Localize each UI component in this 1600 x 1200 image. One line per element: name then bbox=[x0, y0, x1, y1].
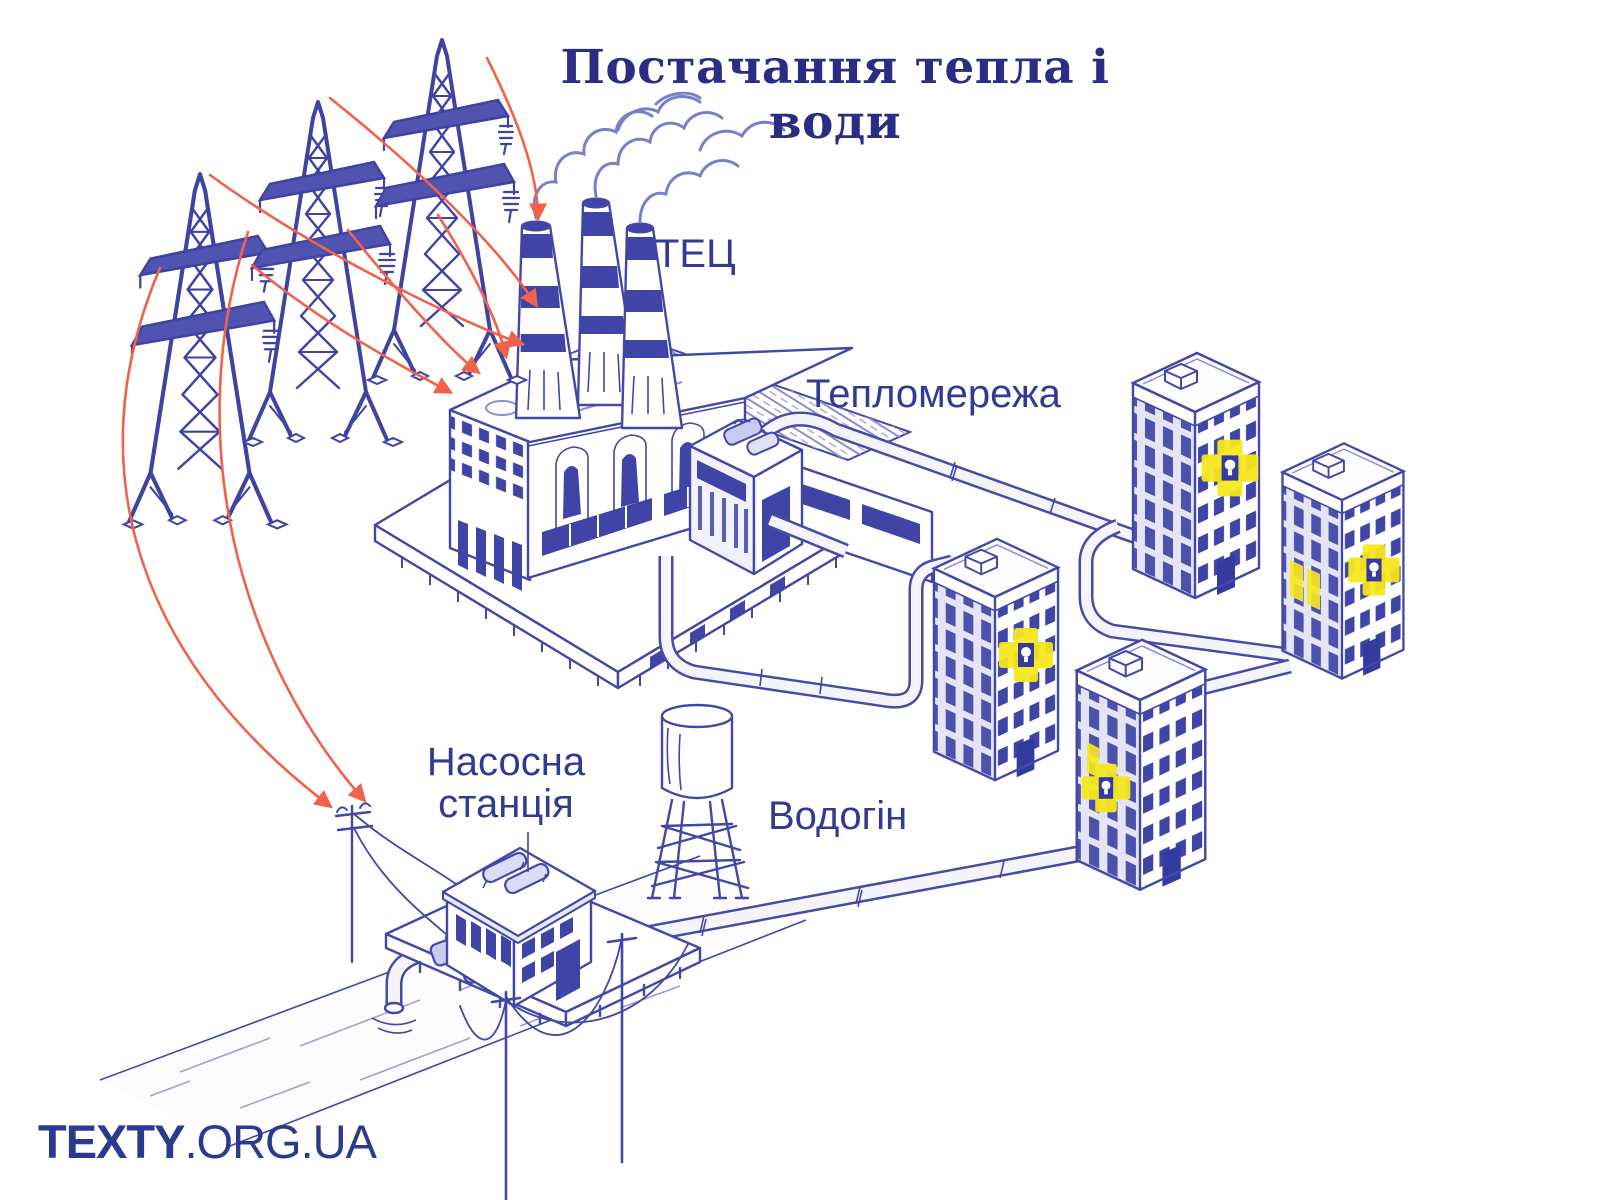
heat-network-pipes bbox=[666, 419, 1290, 701]
pump-building bbox=[441, 846, 597, 1008]
chimney-3 bbox=[620, 222, 684, 430]
page-title: Постачання тепла і води bbox=[560, 40, 1110, 150]
roof-pumps bbox=[482, 851, 550, 895]
label-heat-network: Тепломережа bbox=[806, 372, 1061, 416]
texty-logo-primary: TEXTY bbox=[38, 1115, 185, 1168]
texty-logo-secondary: .ORG.UA bbox=[184, 1115, 376, 1168]
label-pump-station-line2: станція bbox=[438, 781, 574, 826]
electricity-arrows bbox=[121, 56, 548, 809]
heated-window-strips bbox=[1087, 560, 1320, 778]
platform-vents bbox=[650, 576, 785, 670]
label-chp: ТЕЦ bbox=[655, 232, 736, 276]
utility-poles bbox=[334, 802, 689, 1200]
label-water-main: Водогін bbox=[768, 794, 908, 838]
chimney-1 bbox=[514, 220, 582, 420]
label-pump-station: Насосна станція bbox=[386, 740, 626, 826]
water-main-pipe bbox=[371, 848, 1110, 1034]
power-pylon-1 bbox=[124, 174, 287, 528]
texty-logo: TEXTY.ORG.UA bbox=[38, 1114, 377, 1169]
water-tower-icon bbox=[646, 703, 750, 900]
plant-annex bbox=[688, 417, 846, 576]
label-pump-station-line1: Насосна bbox=[426, 740, 586, 784]
annex-roof-machine bbox=[723, 417, 780, 456]
smoke-icon bbox=[532, 91, 786, 224]
